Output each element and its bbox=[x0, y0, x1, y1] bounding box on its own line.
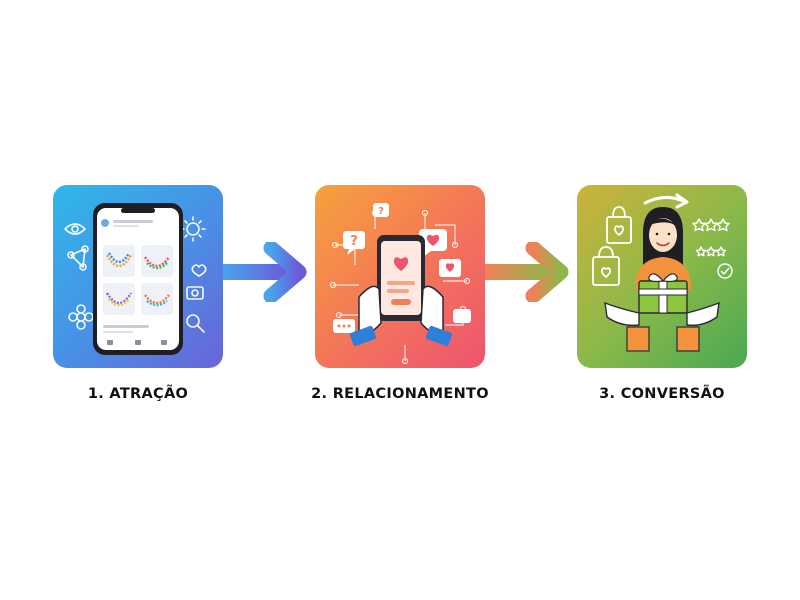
step-3-card bbox=[577, 185, 747, 368]
step-1-label: 1. ATRAÇÃO bbox=[87, 386, 189, 402]
social-media-phone-icon bbox=[64, 203, 207, 355]
step-1-card bbox=[53, 185, 223, 368]
arrow-right-icon bbox=[485, 242, 569, 302]
step-2-label: 2. RELACIONAMENTO bbox=[311, 386, 489, 402]
step-3-label: 3. CONVERSÃO bbox=[599, 386, 725, 402]
step-2-card: ? ? bbox=[315, 185, 485, 368]
arrow-right-icon bbox=[223, 242, 307, 302]
svg-text:?: ? bbox=[350, 234, 358, 249]
svg-text:?: ? bbox=[378, 206, 384, 217]
eye-icon bbox=[64, 223, 86, 235]
gift-purchase-icon bbox=[592, 193, 733, 352]
chat-phone-icon: ? ? bbox=[329, 203, 471, 365]
